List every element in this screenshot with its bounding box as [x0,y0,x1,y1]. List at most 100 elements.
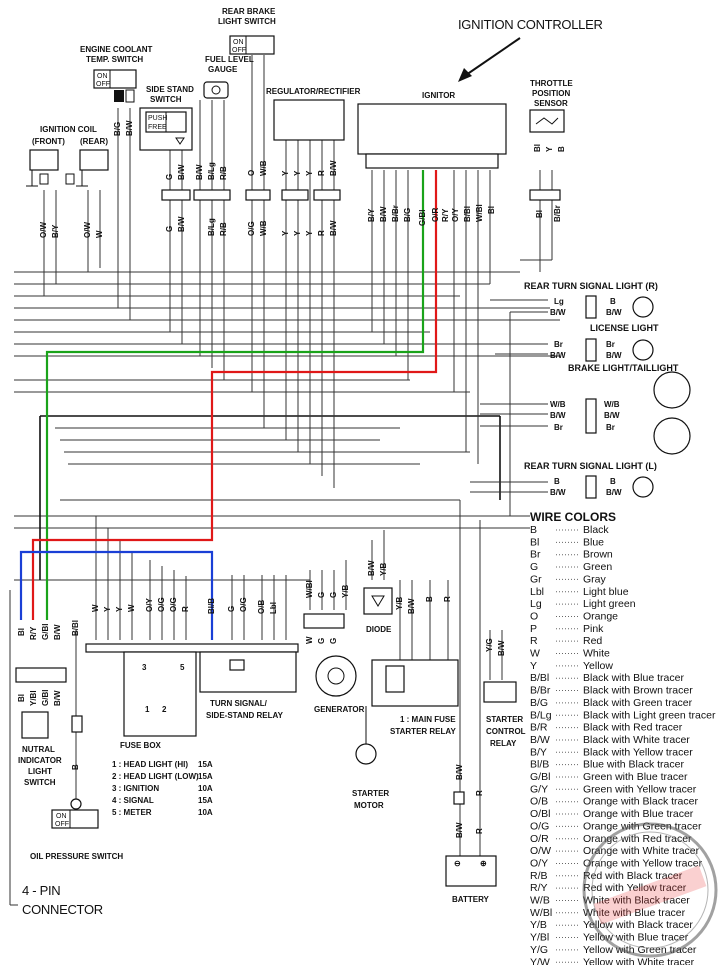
wire-color-desc: White with Blue tracer [583,907,686,919]
wl-thr-top-0: Bl [533,144,542,152]
wl-conn-top-3: B/W [53,624,62,640]
wl-diode-1: Y/B [379,562,388,576]
wl-rr-0: Lg [554,297,564,306]
ignitor-label: IGNITOR [422,91,455,100]
wl-ign-3: B/G [403,208,412,222]
rear-brake-on: ON [233,39,244,46]
wl-gen-top-2: G [329,592,338,598]
wire-colors-title: WIRE COLORS [530,510,616,524]
ctrl-label-2: CONTROL [486,727,526,736]
connector-label-2: CONNECTOR [22,902,103,917]
wire-color-code: B/W [530,734,550,746]
wire-color-desc: Orange with Black tracer [583,796,698,808]
wl-lic-2: Br [606,340,615,349]
svg-text:1: 1 [145,705,150,714]
wl-bt-0: W/B [550,400,566,409]
starter-motor-label-1: STARTER [352,789,389,798]
neutral-label-1: NUTRAL [22,745,55,754]
wl-conn-bot-2: G/Bl [41,690,50,706]
wire-color-desc: Red with Yellow tracer [583,882,687,894]
wire-color-code: O/Bl [530,808,550,820]
wire-color-code: Gr [530,573,542,585]
starter-control-relay: Y/G B/W STARTER CONTROL RELAY [483,638,526,748]
wl-lic-3: B/W [606,351,622,360]
wl-rr-1: B/W [550,308,566,317]
neutral-indicator-switch: NUTRAL INDICATOR LIGHT SWITCH B/Bl B [18,620,83,787]
ctrl-label-3: RELAY [490,739,517,748]
side-stand-free: FREE [148,124,167,131]
rear-turn-r-label: REAR TURN SIGNAL LIGHT (R) [524,281,658,291]
fuel-label-2: GAUGE [208,65,238,74]
four-pin-connector: Bl R/Y G/Bl B/W Bl Y/Bl G/Bl B/W 4 - PIN… [15,624,103,917]
wire-color-code: R/Y [530,882,548,894]
throttle-label-1: THROTTLE [530,79,573,88]
wl-ign-2: B/Br [391,205,400,222]
wire-color-desc: Black with Yellow tracer [583,746,693,758]
wl-reg-top-2: Y [305,170,314,176]
wl-ctrl-0: Y/G [485,638,494,652]
regulator-rectifier: REGULATOR/RECTIFIER [266,87,361,141]
wire-color-desc: Light green [583,598,636,610]
rear-turn-signal-r: REAR TURN SIGNAL LIGHT (R) Lg B/W B B/W [524,281,658,319]
green-wire [45,170,425,620]
wire-labels-fuse: W Y Y W O/Y O/G O/G R [91,597,190,612]
neutral-label-2: INDICATOR [18,756,62,765]
engine-coolant-switch: ENGINE COOLANT TEMP. SWITCH ON OFF [80,45,153,103]
wl-ss-top-0: G [165,174,174,180]
wl-conn-bot-1: Y/Bl [29,690,38,706]
wire-color-code: B [530,524,537,536]
wl-coil-1: B/Y [51,224,60,238]
wl-thr-bot-1: B/Br [553,205,562,222]
diagram-title: IGNITION CONTROLLER [458,17,603,32]
wire-color-code: O/Y [530,858,548,870]
colored-wires [19,170,438,640]
rear-brake-label-1: REAR BRAKE [222,7,276,16]
coolant-label-1: ENGINE COOLANT [80,45,153,54]
diode: B/W Y/B DIODE [363,560,393,634]
wl-starter-1: B/W [407,598,416,614]
wl-relay-4: Lbl [269,602,278,614]
wl-reg-bot-4: B/W [329,220,338,236]
wire-color-code: O/R [530,833,549,845]
wire-color-code: B/G [530,697,548,709]
starter-relay-label-1: 1 : MAIN FUSE [400,715,456,724]
wl-neutral-0: B/Bl [71,620,80,636]
wl-ign-10: Bl [487,206,496,214]
wl-fuse-6: O/G [169,597,178,612]
wl-rl-1: B/W [550,488,566,497]
wl-fuse-1: Y [103,606,112,612]
wl-gen-bot-0: W [305,636,314,644]
wire-color-desc: Black [583,524,609,536]
wl-rr-2: B [610,297,616,306]
wl-bt-4: B/W [604,411,620,420]
wire-color-desc: White [583,648,610,660]
wl-coil-0: O/W [39,222,48,238]
wire-color-code: O/G [530,820,549,832]
wl-brake-top-1: W/B [259,160,268,176]
rear-brake-off: OFF [232,47,246,54]
wire-color-code: B/Y [530,746,547,758]
battery: B/W R B/W R ⊖ ⊕ BATTERY [445,764,497,904]
wl-rr-3: B/W [606,308,622,317]
wire-color-code: O/B [530,796,548,808]
wire-color-desc: Orange with Red tracer [583,833,692,845]
wl-thr-top-2: B [557,146,566,152]
wl-coolant-0: B/G [113,122,122,136]
wire-color-desc: Red with Black tracer [583,870,683,882]
ctrl-label-1: STARTER [486,715,523,724]
wire-color-desc: Blue with Black tracer [583,759,684,771]
wire-color-code: Bl/B [530,759,549,771]
wl-gen-top-1: G [317,592,326,598]
wl-relay-2: O/G [239,597,248,612]
wl-rl-3: B/W [606,488,622,497]
wl-bt-1: B/W [550,411,566,420]
wire-color-code: Y/W [530,956,550,965]
wl-bat-3: R [475,828,484,834]
wire-color-code: B/Bl [530,672,549,684]
fuse-1-name: 1 : HEAD LIGHT (HI) [112,760,188,769]
fuel-level-gauge: FUEL LEVEL GAUGE [203,55,254,99]
blue-wire [19,550,214,640]
wl-reg-bot-0: Y [281,230,290,236]
